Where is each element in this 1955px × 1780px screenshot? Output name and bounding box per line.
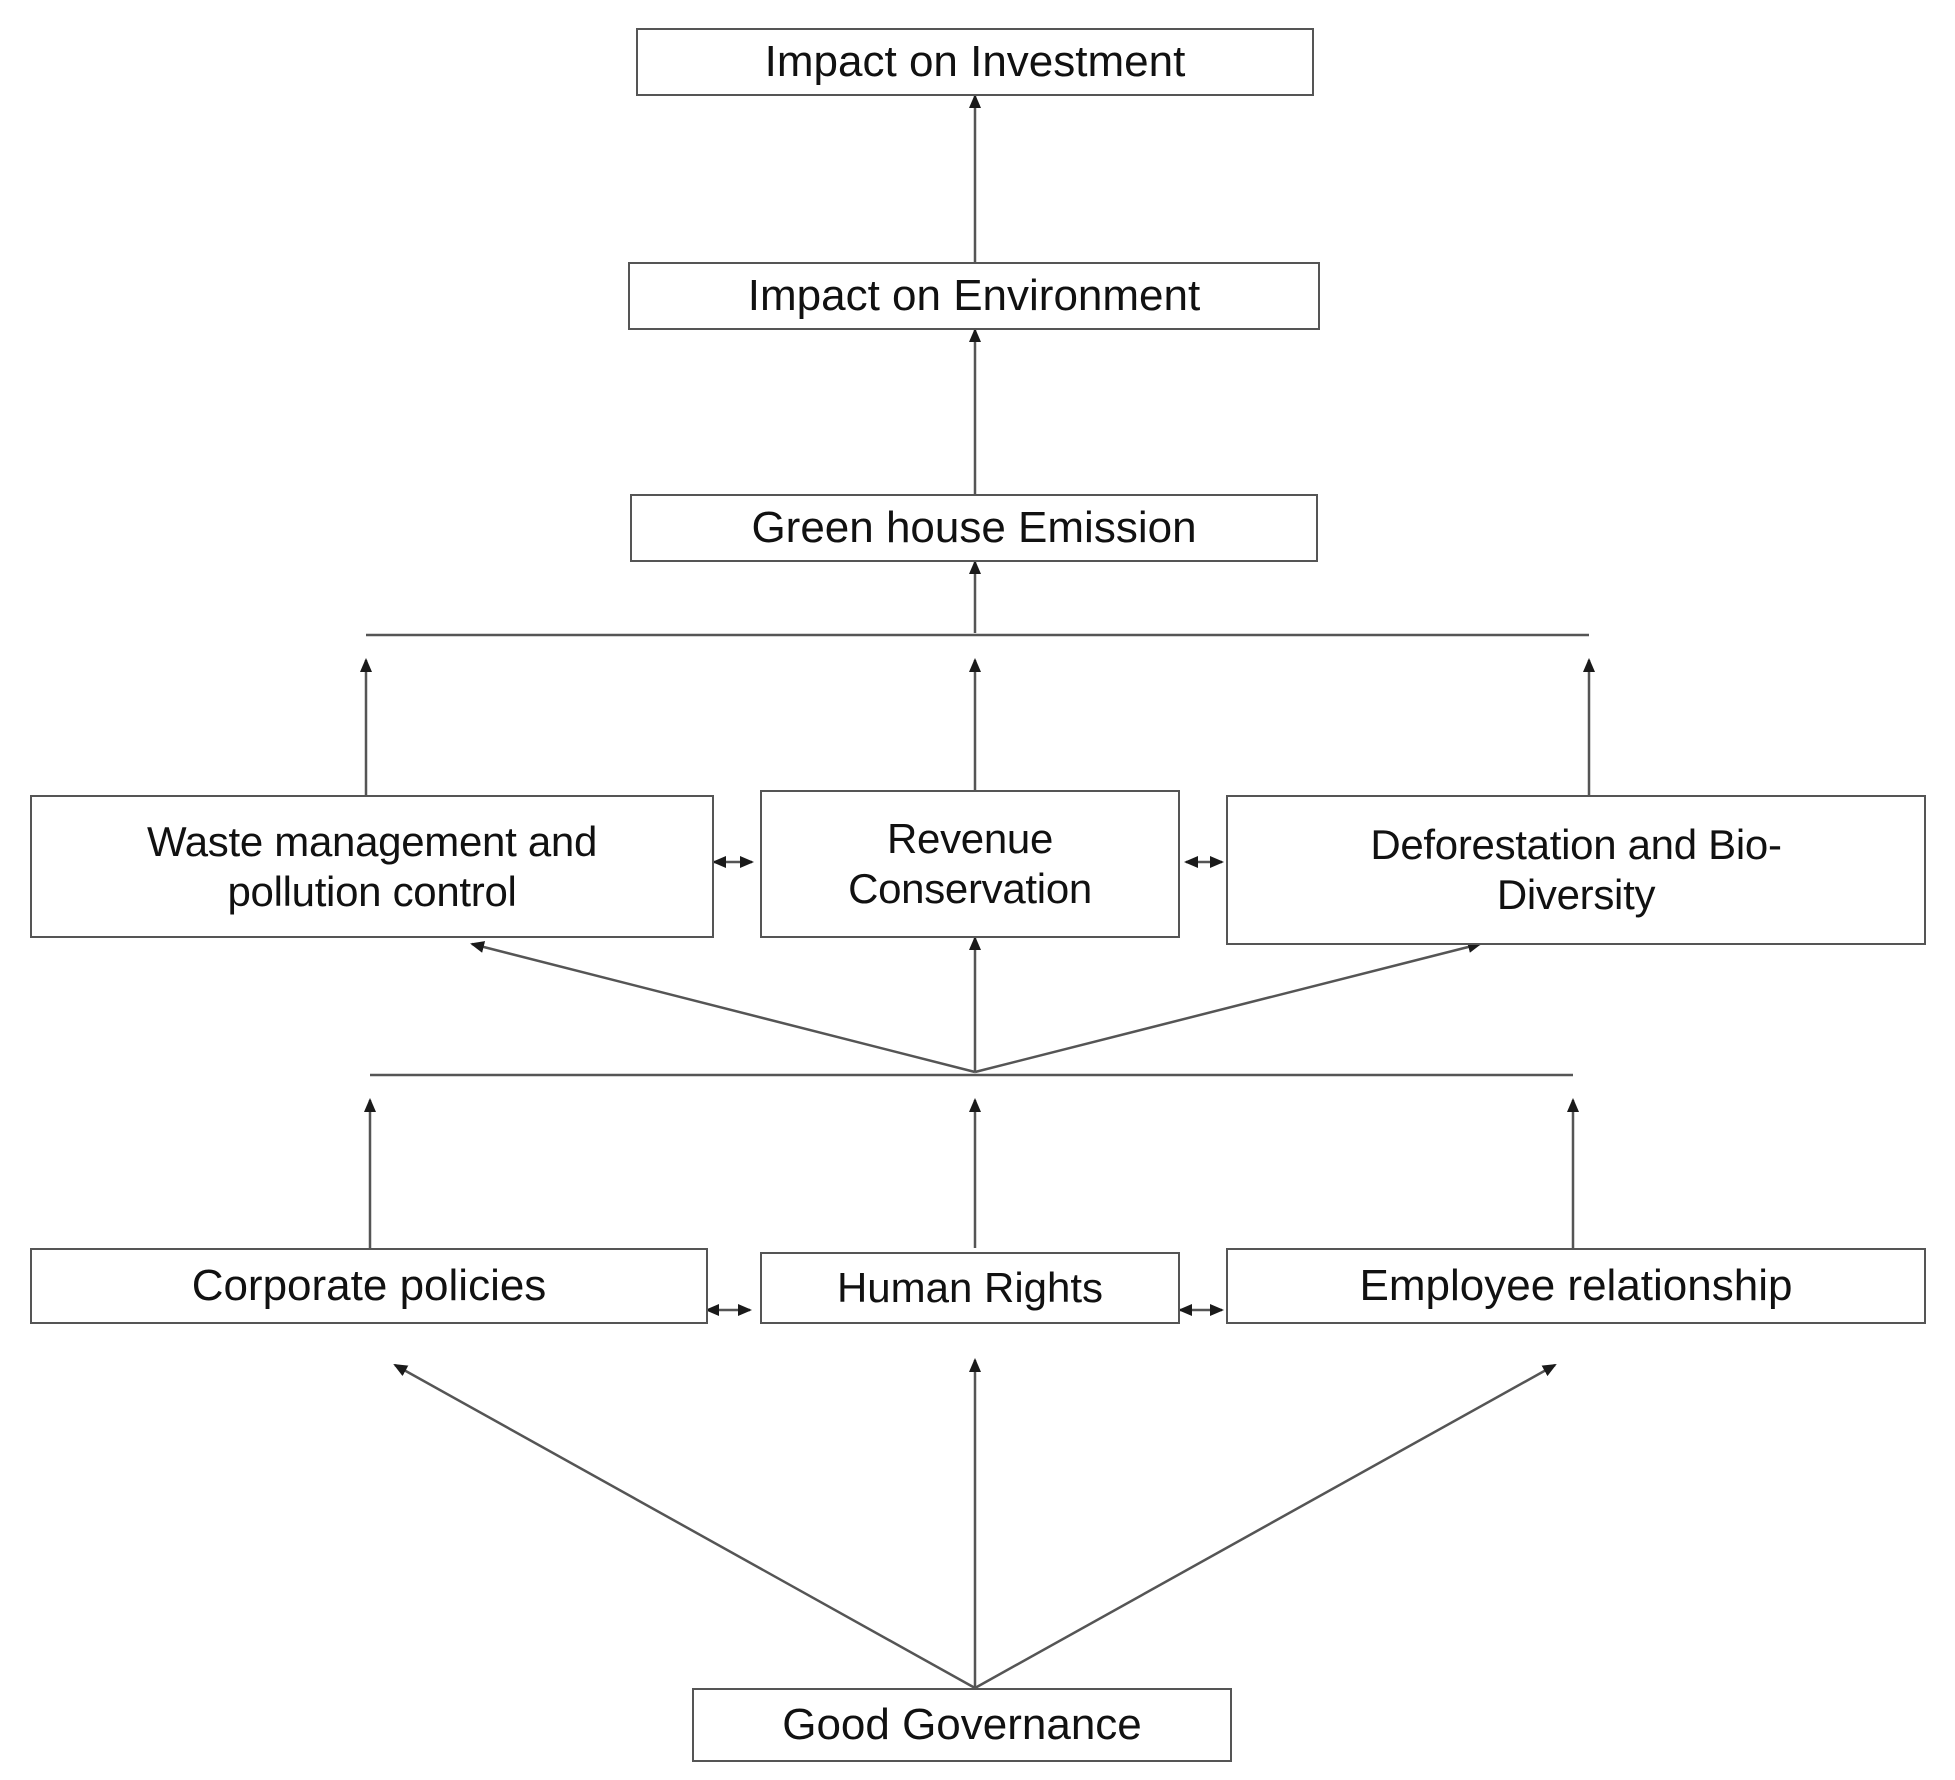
node-label-impact-on-environment: Impact on Environment [747,271,1201,321]
node-corporate-policies[interactable]: Corporate policies [30,1248,708,1324]
node-label-impact-on-investment: Impact on Investment [764,37,1186,87]
node-impact-on-environment[interactable]: Impact on Environment [628,262,1320,330]
node-greenhouse-emission[interactable]: Green house Emission [630,494,1318,562]
edge-governance-to-corporate [393,1363,976,1690]
node-deforestation-biodiversity[interactable]: Deforestation and Bio- Diversity [1226,795,1926,945]
node-label-revenue-conservation-line2: Conservation [848,865,1092,912]
node-label-deforestation-line2: Diversity [1496,871,1656,918]
node-impact-on-investment[interactable]: Impact on Investment [636,28,1314,96]
edge-socialbus-to-waste [470,941,976,1074]
node-label-waste-management-line1: Waste management and [146,817,598,865]
node-human-rights[interactable]: Human Rights [760,1252,1180,1324]
node-label-revenue-conservation-line1: Revenue [886,815,1054,863]
node-revenue-conservation[interactable]: Revenue Conservation [760,790,1180,938]
node-label-waste-management-line2: pollution control [227,867,517,915]
node-employee-relationship[interactable]: Employee relationship [1226,1248,1926,1324]
node-label-deforestation-line1: Deforestation and Bio- [1370,821,1782,869]
node-good-governance[interactable]: Good Governance [692,1688,1232,1762]
node-label-employee-relationship: Employee relationship [1359,1261,1793,1311]
node-label-greenhouse-emission: Green house Emission [751,503,1197,553]
node-label-human-rights: Human Rights [836,1264,1104,1312]
node-waste-management[interactable]: Waste management and pollution control [30,795,714,938]
node-label-corporate-policies: Corporate policies [191,1261,547,1311]
node-label-good-governance: Good Governance [782,1700,1142,1750]
edge-governance-to-employee [974,1363,1557,1690]
edge-socialbus-to-deforestation [974,941,1482,1074]
